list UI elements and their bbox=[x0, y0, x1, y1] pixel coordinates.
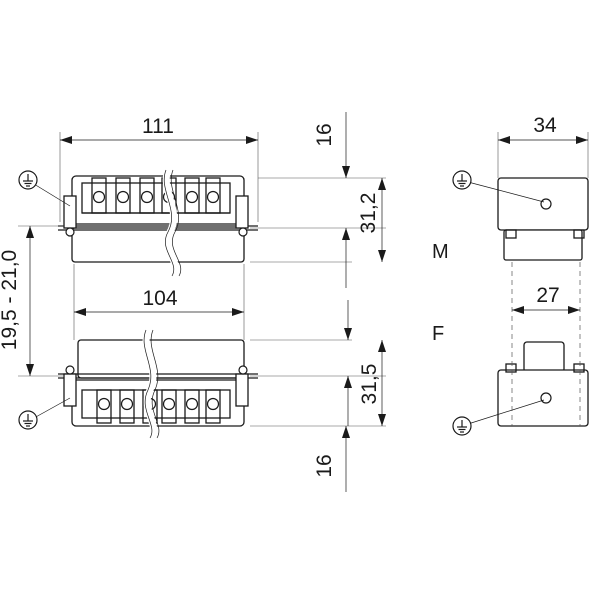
male-label: M bbox=[432, 241, 449, 263]
dimension-bottom-16: 16 bbox=[313, 426, 350, 492]
dimension-31-2: 31,2 bbox=[357, 178, 386, 262]
dimension-19-5-21-0: 19,5 - 21,0 bbox=[0, 226, 34, 376]
male-insert-front-view bbox=[58, 168, 258, 278]
ground-symbol-icon bbox=[452, 399, 545, 436]
dim-label-104: 104 bbox=[142, 287, 177, 310]
male-insert-side-view bbox=[497, 177, 589, 261]
dimension-34: 34 bbox=[498, 114, 588, 144]
dim-label-31-2: 31,2 bbox=[357, 193, 380, 234]
dim-label-27: 27 bbox=[536, 284, 559, 307]
ground-symbol-icon bbox=[18, 170, 71, 207]
dim-label-19-5-21-0: 19,5 - 21,0 bbox=[0, 250, 21, 350]
dimension-27: 27 bbox=[512, 284, 580, 314]
female-insert-side-view bbox=[497, 341, 589, 427]
ground-symbol-icon bbox=[452, 170, 545, 203]
dim-label-34: 34 bbox=[533, 114, 557, 137]
dim-label-31-5: 31,5 bbox=[358, 364, 381, 405]
terminal-row-bottom bbox=[96, 389, 221, 424]
dimension-top-16: 16 bbox=[313, 112, 350, 288]
female-insert-front-view bbox=[58, 328, 258, 440]
ground-symbol-icon bbox=[18, 397, 71, 430]
dim-label-top-16: 16 bbox=[313, 123, 336, 146]
dim-label-111: 111 bbox=[142, 115, 174, 138]
extension-lines bbox=[18, 132, 589, 427]
dimension-31-5: 31,5 bbox=[344, 300, 386, 426]
female-label: F bbox=[432, 323, 444, 345]
dimension-111: 111 bbox=[60, 115, 258, 144]
dim-label-bottom-16: 16 bbox=[313, 454, 336, 477]
dimension-104: 104 bbox=[74, 287, 244, 316]
